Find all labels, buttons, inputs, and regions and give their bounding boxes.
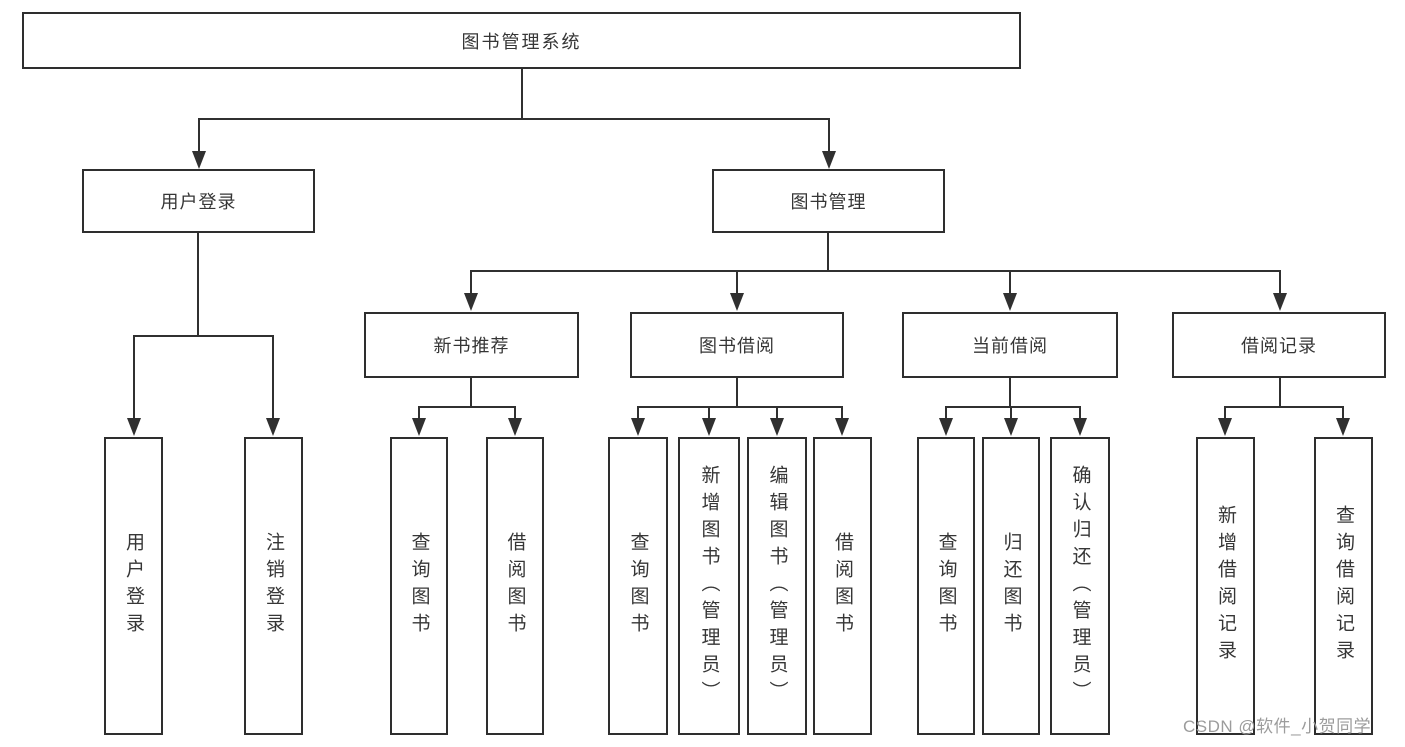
- connector-arrowheads: [127, 151, 1350, 436]
- node-user-login-branch: 用户登录: [82, 169, 315, 233]
- connector-shafts: [133, 69, 1344, 420]
- leaf-query-borrow-record: 查询借阅记录: [1314, 437, 1373, 735]
- node-book-borrowing: 图书借阅: [630, 312, 844, 378]
- node-label: 新增图书（管理员）: [698, 464, 720, 708]
- node-borrowing-records: 借阅记录: [1172, 312, 1386, 378]
- node-label: 注销登录: [263, 532, 284, 640]
- node-label: 用户登录: [160, 192, 237, 212]
- csdn-watermark: CSDN @软件_小贺同学: [1183, 717, 1372, 736]
- node-label: 图书管理系统: [461, 31, 582, 52]
- node-label: 用户登录: [123, 532, 144, 640]
- leaf-edit-books-admin: 编辑图书（管理员）: [747, 437, 807, 735]
- node-book-management-branch: 图书管理: [712, 169, 945, 233]
- leaf-borrow-books: 借阅图书: [486, 437, 544, 735]
- node-label: 借阅图书: [504, 532, 526, 640]
- node-label: 编辑图书（管理员）: [766, 464, 788, 708]
- node-label: 借阅记录: [1241, 336, 1317, 356]
- leaf-user-login: 用户登录: [104, 437, 163, 735]
- node-label: 新书推荐: [433, 336, 510, 356]
- leaf-query-books: 查询图书: [917, 437, 975, 735]
- node-label: 当前借阅: [972, 336, 1048, 356]
- node-label: 查询图书: [408, 532, 430, 640]
- node-label: 确认归还（管理员）: [1069, 464, 1091, 708]
- leaf-borrow-books: 借阅图书: [813, 437, 872, 735]
- leaf-return-books: 归还图书: [982, 437, 1040, 735]
- node-label: 借阅图书: [832, 532, 853, 640]
- node-label: 图书管理: [790, 192, 867, 212]
- leaf-confirm-return-admin: 确认归还（管理员）: [1050, 437, 1110, 735]
- node-new-book-recommend: 新书推荐: [364, 312, 579, 378]
- node-label: 查询图书: [935, 532, 957, 640]
- node-label: 查询图书: [627, 532, 649, 640]
- leaf-query-books: 查询图书: [390, 437, 448, 735]
- node-label: 新增借阅记录: [1215, 505, 1236, 667]
- leaf-logout: 注销登录: [244, 437, 303, 735]
- node-label: 归还图书: [1000, 532, 1022, 640]
- leaf-query-books: 查询图书: [608, 437, 668, 735]
- node-library-system-root: 图书管理系统: [22, 12, 1021, 69]
- node-label: 查询借阅记录: [1333, 505, 1354, 667]
- leaf-add-books-admin: 新增图书（管理员）: [678, 437, 740, 735]
- node-label: 图书借阅: [699, 336, 775, 356]
- node-current-borrowing: 当前借阅: [902, 312, 1118, 378]
- leaf-add-borrow-record: 新增借阅记录: [1196, 437, 1255, 735]
